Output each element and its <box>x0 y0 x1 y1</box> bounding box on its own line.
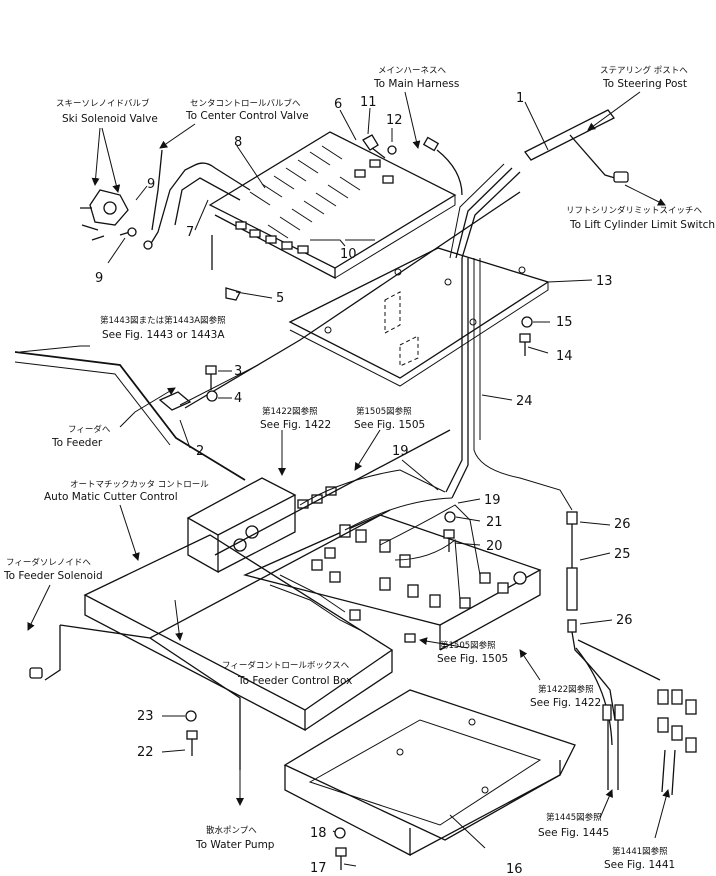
callout-23: 23 <box>137 709 154 724</box>
callout-9-upper: 9 <box>147 177 155 192</box>
callout-leaders <box>107 101 613 867</box>
steering-post-label: To Steering Post <box>602 78 687 90</box>
center-valve-label-jp: センタコントロールバルブへ <box>190 98 301 109</box>
fig1505-top-label-jp: 第1505図参照 <box>356 406 412 417</box>
right-harness-run <box>566 511 697 796</box>
callout-2: 2 <box>196 444 204 459</box>
ski-solenoid-valve <box>80 189 153 250</box>
callout-20: 20 <box>486 539 503 554</box>
callout-7: 7 <box>186 225 194 240</box>
labels: スキーソレノイドバルブ Ski Solenoid Valve センタコントロール… <box>3 65 715 871</box>
center-valve-label: To Center Control Valve <box>185 110 309 122</box>
main-harness-run <box>449 163 521 259</box>
washer-18 <box>334 827 346 839</box>
steering-post-tube <box>524 109 629 183</box>
feeder-label: To Feeder <box>51 437 103 449</box>
callout-9-lower: 9 <box>95 271 103 286</box>
callout-10: 10 <box>340 247 357 262</box>
lift-switch-label: To Lift Cylinder Limit Switch <box>569 219 715 231</box>
feeder-box-label-jp: フィーダコントロールボックスへ <box>222 660 350 671</box>
cross-harness <box>149 191 521 639</box>
callout-4: 4 <box>234 391 242 406</box>
bolt-3 <box>205 365 217 390</box>
callout-11: 11 <box>360 95 377 110</box>
fig1422-top-label: See Fig. 1422 <box>260 419 331 431</box>
fig1422-bottom-label: See Fig. 1422 <box>530 697 601 709</box>
auto-cutter-label-jp: オートマチックカッタ コントロール <box>70 480 209 490</box>
callout-16: 16 <box>506 862 523 876</box>
callout-26-lower: 26 <box>616 613 633 628</box>
feeder-solenoid-wire <box>29 624 241 770</box>
valve-tube-lines <box>149 149 251 270</box>
arrows <box>19 91 671 839</box>
bottom-tray <box>283 689 576 857</box>
center-control-valve-bank <box>208 131 457 280</box>
ski-solenoid-label-jp: スキーソレノイドバルブ <box>56 98 150 109</box>
callout-6: 6 <box>334 97 342 112</box>
callout-25: 25 <box>614 547 631 562</box>
callout-21: 21 <box>486 515 503 530</box>
main-harness-label: To Main Harness <box>373 78 459 90</box>
feeder-box-label: To Feeder Control Box <box>237 675 352 687</box>
washer-21 <box>444 511 456 523</box>
harness-run-24 <box>445 258 573 511</box>
callout-1: 1 <box>516 91 524 106</box>
callout-12: 12 <box>386 113 403 128</box>
feeder-solenoid-label-jp: フィーダソレノイドへ <box>6 557 91 568</box>
fig1441-label: See Fig. 1441 <box>604 859 675 871</box>
callout-19-upper: 19 <box>392 444 409 459</box>
main-harness-connector <box>422 136 463 196</box>
lift-switch-label-jp: リフトシリンダリミットスイッチへ <box>566 205 703 216</box>
callout-19-lower: 19 <box>484 493 501 508</box>
clip-5 <box>225 287 241 301</box>
water-pump-label-jp: 散水ポンプへ <box>206 825 257 836</box>
bolt-14 <box>519 333 531 356</box>
fig1441-label-jp: 第1441図参照 <box>612 846 668 857</box>
frame-rail <box>14 351 246 481</box>
callout-18: 18 <box>310 826 327 841</box>
fig1505-top-label: See Fig. 1505 <box>354 419 425 431</box>
water-pump-label: To Water Pump <box>195 839 275 851</box>
bolt-11 <box>362 134 386 159</box>
callout-24: 24 <box>516 394 533 409</box>
washer-23 <box>185 710 197 722</box>
callout-numbers: 1 2 3 4 5 6 7 8 9 9 10 11 12 13 14 15 16… <box>95 91 633 876</box>
callout-26-upper: 26 <box>614 517 631 532</box>
harness-plate <box>288 247 550 387</box>
fig1505-bottom-label-jp: 第1505図参照 <box>440 640 496 651</box>
washer-12 <box>387 145 397 155</box>
steering-post-label-jp: ステアリング ポストへ <box>600 65 688 76</box>
callout-22: 22 <box>137 745 154 760</box>
auto-cutter-label: Auto Matic Cutter Control <box>44 491 178 503</box>
fig1505-bottom-label: See Fig. 1505 <box>437 653 508 665</box>
callout-14: 14 <box>556 349 573 364</box>
fig1422-bottom-label-jp: 第1422図参照 <box>538 684 594 695</box>
fig1445-label-jp: 第1445図参照 <box>546 812 602 823</box>
fig1443-label: See Fig. 1443 or 1443A <box>102 329 225 341</box>
callout-3: 3 <box>234 364 242 379</box>
bolt-20 <box>443 529 455 552</box>
callout-5: 5 <box>276 291 284 306</box>
fig1445-label: See Fig. 1445 <box>538 827 609 839</box>
fig1422-top-label-jp: 第1422図参照 <box>262 406 318 417</box>
washer-4 <box>206 390 218 402</box>
bolt-17 <box>335 847 347 870</box>
callout-8: 8 <box>234 135 242 150</box>
feeder-control-box <box>83 514 542 732</box>
main-harness-label-jp: メインハーネスへ <box>378 66 447 76</box>
callout-17: 17 <box>310 861 327 876</box>
feeder-label-jp: フィーダへ <box>68 424 111 435</box>
callout-13: 13 <box>596 274 613 289</box>
fig1443-label-jp: 第1443図または第1443A図参照 <box>100 315 226 326</box>
bolt-22 <box>186 730 198 756</box>
callout-15: 15 <box>556 315 573 330</box>
washer-15 <box>521 316 533 328</box>
auto-cutter-control-box <box>186 477 297 574</box>
feeder-solenoid-label: To Feeder Solenoid <box>3 570 103 582</box>
ski-solenoid-label: Ski Solenoid Valve <box>62 113 158 125</box>
